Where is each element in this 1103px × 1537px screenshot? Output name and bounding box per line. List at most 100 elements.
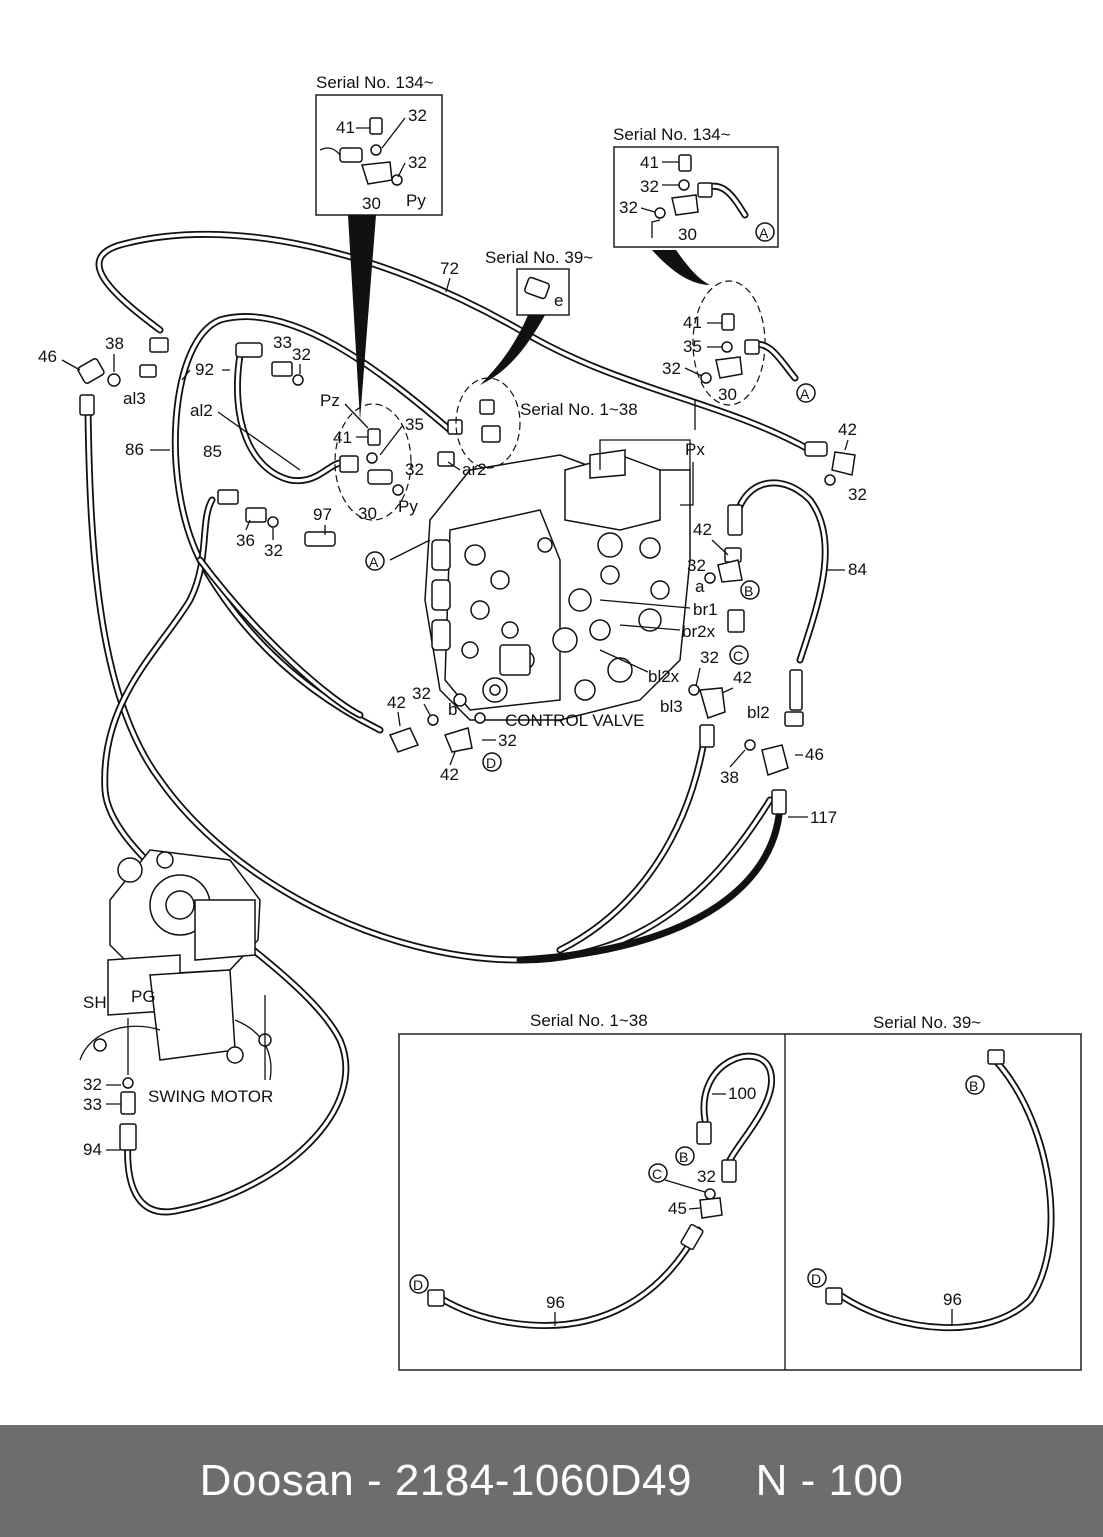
label-32: 32 xyxy=(292,345,311,364)
label-100: 100 xyxy=(728,1084,756,1103)
hose-85 xyxy=(171,313,454,734)
label-32: 32 xyxy=(700,648,719,667)
label-92: 92 xyxy=(195,360,214,379)
label-96: 96 xyxy=(943,1290,962,1309)
inset-center-serial-2: Serial No. 1~38 xyxy=(520,400,638,419)
label-96: 96 xyxy=(546,1293,565,1312)
label-py: Py xyxy=(398,497,418,516)
label-72: 72 xyxy=(440,259,459,278)
detail-circle-serial-1-38 xyxy=(455,377,521,469)
label-41: 41 xyxy=(683,313,702,332)
svg-text:C: C xyxy=(652,1166,662,1182)
label-e: e xyxy=(554,291,563,310)
inset-top-right-serial: Serial No. 134~ xyxy=(613,125,731,144)
inset-center-e xyxy=(480,268,570,385)
svg-text:B: B xyxy=(679,1149,688,1165)
label-32: 32 xyxy=(662,359,681,378)
label-35: 35 xyxy=(683,337,702,356)
label-45: 45 xyxy=(668,1199,687,1218)
label-36: 36 xyxy=(236,531,255,550)
label-sh: SH xyxy=(83,993,107,1012)
callout-d: D xyxy=(482,752,502,772)
label-bl2x: bl2x xyxy=(648,667,680,686)
label-b: b xyxy=(448,700,457,719)
label-32: 32 xyxy=(83,1075,102,1094)
label-32: 32 xyxy=(848,485,867,504)
label-pz: Pz xyxy=(320,391,340,410)
hose-short-42-left xyxy=(196,556,364,719)
label-42: 42 xyxy=(838,420,857,439)
label-32: 32 xyxy=(408,106,427,125)
svg-text:C: C xyxy=(733,648,743,664)
label-bl3: bl3 xyxy=(660,697,683,716)
label-30: 30 xyxy=(718,385,737,404)
label-py: Py xyxy=(406,191,426,210)
callout-b: B xyxy=(675,1146,695,1166)
svg-text:A: A xyxy=(369,554,379,570)
part-number-caption: Doosan - 2184-1060D49 N - 100 xyxy=(199,1456,904,1505)
inset-bottom-right-serial: Serial No. 39~ xyxy=(873,1013,981,1032)
label-32: 32 xyxy=(687,556,706,575)
inset-center-serial: Serial No. 39~ xyxy=(485,248,593,267)
label-32: 32 xyxy=(264,541,283,560)
label-32: 32 xyxy=(405,460,424,479)
label-84: 84 xyxy=(848,560,867,579)
label-117: 117 xyxy=(810,808,837,827)
label-br2x: br2x xyxy=(682,622,716,641)
inset-top-left-serial: Serial No. 134~ xyxy=(316,73,434,92)
hydraulic-parts-diagram: Serial No. 134~ 41 32 32 30 Py Serial No… xyxy=(38,73,1082,1371)
hose-86 xyxy=(84,406,774,964)
svg-text:D: D xyxy=(811,1271,821,1287)
label-46: 46 xyxy=(805,745,824,764)
inset-top-right xyxy=(613,146,779,285)
label-42: 42 xyxy=(440,765,459,784)
hose-117 xyxy=(516,796,784,964)
label-swing-motor: SWING MOTOR xyxy=(148,1087,273,1106)
svg-text:D: D xyxy=(486,755,496,771)
label-35: 35 xyxy=(405,415,424,434)
detail-circle-pz xyxy=(334,403,412,521)
label-32: 32 xyxy=(640,177,659,196)
label-px: Px xyxy=(685,440,705,459)
label-br1: br1 xyxy=(693,600,718,619)
svg-text:A: A xyxy=(759,225,769,241)
label-41: 41 xyxy=(336,118,355,137)
label-al2: al2 xyxy=(190,401,213,420)
label-38: 38 xyxy=(720,768,739,787)
hose-right-lower xyxy=(556,731,709,954)
label-42: 42 xyxy=(693,520,712,539)
fittings xyxy=(77,337,856,815)
label-ar2: ar2 xyxy=(462,460,487,479)
label-a: a xyxy=(695,577,705,596)
label-pg: PG xyxy=(131,987,156,1006)
svg-text:A: A xyxy=(800,386,810,402)
label-33: 33 xyxy=(273,333,292,352)
callout-b: B xyxy=(965,1075,985,1095)
label-al3: al3 xyxy=(123,389,146,408)
callout-d: D xyxy=(807,1268,827,1288)
svg-text:D: D xyxy=(413,1277,423,1293)
label-41: 41 xyxy=(640,153,659,172)
label-94: 94 xyxy=(83,1140,102,1159)
svg-text:B: B xyxy=(969,1078,978,1094)
label-30: 30 xyxy=(678,225,697,244)
footer-bar: Doosan - 2184-1060D49 N - 100 xyxy=(0,1425,1103,1537)
label-30: 30 xyxy=(358,504,377,523)
callout-d: D xyxy=(409,1274,429,1294)
label-32: 32 xyxy=(408,153,427,172)
label-bl2: bl2 xyxy=(747,703,770,722)
callout-a: A xyxy=(796,383,816,403)
callout-c: C xyxy=(648,1163,668,1183)
label-86: 86 xyxy=(125,440,144,459)
svg-text:B: B xyxy=(744,583,753,599)
callout-a: A xyxy=(755,222,775,242)
label-38: 38 xyxy=(105,334,124,353)
label-41: 41 xyxy=(333,428,352,447)
label-97: 97 xyxy=(313,505,332,524)
px-detail-fittings xyxy=(700,313,799,384)
label-85: 85 xyxy=(203,442,222,461)
swing-motor-body xyxy=(79,849,272,1151)
label-32: 32 xyxy=(498,731,517,750)
callout-b: B xyxy=(740,580,760,600)
label-32: 32 xyxy=(619,198,638,217)
